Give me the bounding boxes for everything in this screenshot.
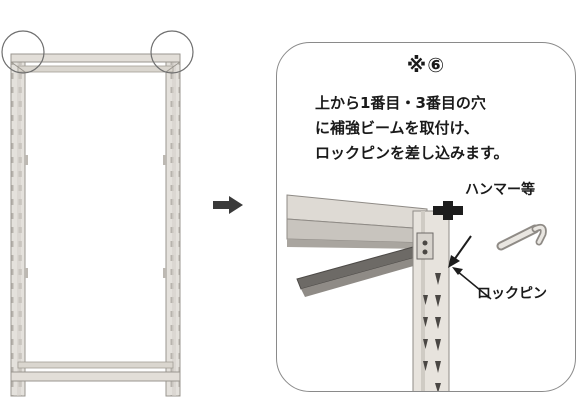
lock-pin-icon (496, 223, 547, 251)
detail-illustration (286, 194, 547, 391)
corner-highlight-right (150, 30, 194, 74)
instruction-text: 上から1番目・3番目の穴 に補強ビームを取付け、 ロックピンを差し込みます。 (315, 91, 565, 166)
instruction-line: ロックピンを差し込みます。 (315, 144, 509, 162)
step-number: ※⑥ (406, 53, 446, 77)
lock-pin-label: ロックピン (477, 286, 547, 302)
top-beam-back (17, 65, 174, 73)
detail-callout: ※⑥ 上から1番目・3番目の穴 に補強ビームを取付け、 ロックピンを差し込みます… (276, 42, 576, 392)
instruction-line: に補強ビームを取付け、 (315, 119, 479, 137)
rack-frame (1, 30, 194, 397)
bottom-beam-front (10, 371, 181, 382)
corner-highlight-left (1, 30, 45, 74)
top-beam-front (10, 53, 181, 63)
instruction-line: 上から1番目・3番目の穴 (315, 94, 486, 112)
bottom-beam-back (17, 361, 174, 369)
hammer-label: ハンマー等 (465, 182, 535, 198)
right-arrow-icon (213, 196, 243, 214)
pointer-arrow-icon (448, 235, 472, 268)
hammer-icon (433, 201, 463, 220)
